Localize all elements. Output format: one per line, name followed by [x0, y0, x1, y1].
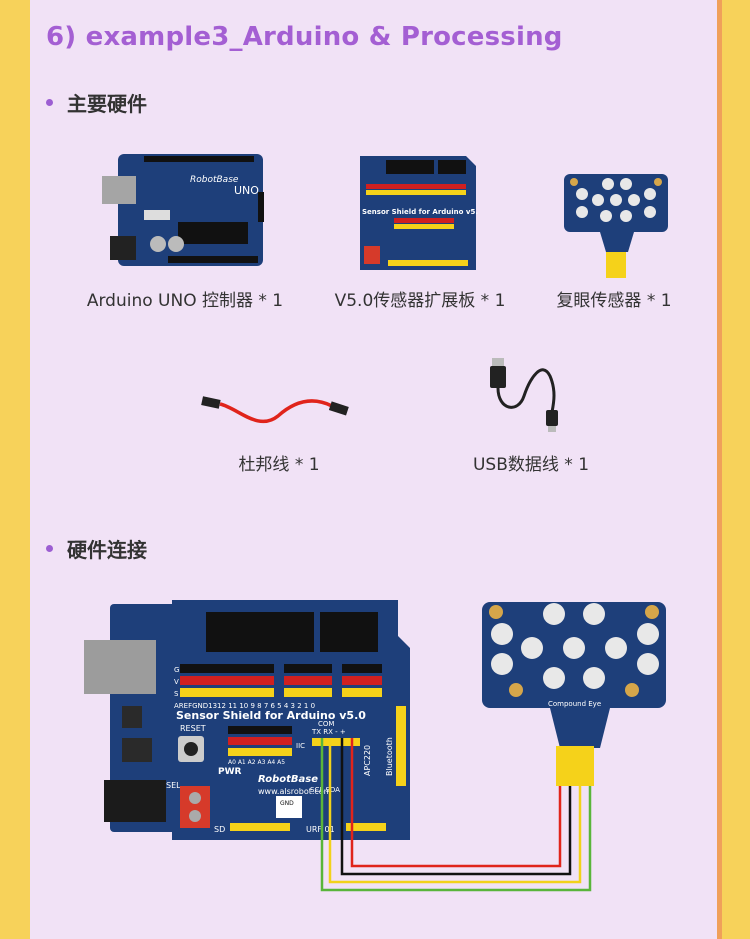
usb-port — [84, 640, 156, 694]
row-s: S — [174, 690, 179, 698]
compound-eye-header — [556, 746, 594, 786]
shield-logo: RobotBase — [258, 774, 318, 785]
subhead-connection-label: 硬件连接 — [67, 538, 147, 562]
pwr-label: PWR — [218, 767, 242, 777]
bluetooth-label: Bluetooth — [385, 737, 394, 776]
com-label: COM — [318, 720, 334, 728]
caption-compound-eye: 复眼传感器 * 1 — [556, 291, 672, 311]
urf-label: URF 01 — [306, 825, 335, 834]
pin-row-labels: AREFGND1312 11 10 9 8 7 6 5 4 3 2 1 0 — [174, 702, 315, 710]
analog-labels: A0 A1 A2 A3 A4 A5 — [228, 759, 285, 766]
compound-eye-label: Compound Eye — [548, 700, 601, 708]
apc220-label: APC220 — [363, 745, 372, 776]
wire-black — [340, 738, 572, 876]
caption-usb-cable: USB数据线 * 1 — [472, 455, 590, 475]
wiring-diagram: G V S AREFGND1312 11 10 9 8 7 6 5 4 3 2 … — [84, 600, 666, 892]
txrx-label: TX RX - + — [311, 728, 346, 736]
uno-label: UNO — [234, 184, 259, 197]
svg-text:Sensor Shield for Arduino v5.0: Sensor Shield for Arduino v5.0 — [362, 208, 478, 216]
power-jack — [104, 780, 166, 822]
sel-label: SEL — [166, 781, 181, 790]
usb-cable-image — [490, 358, 558, 432]
uno-logo-text: RobotBase — [190, 175, 239, 185]
page-title: 6) example3_Arduino & Processing — [46, 22, 563, 52]
shield-name: Sensor Shield for Arduino v5.0 — [176, 709, 366, 722]
compound-eye-image — [564, 174, 668, 278]
sclsda-label: SCL SDA — [310, 786, 340, 794]
caption-arduino-uno: Arduino UNO 控制器 * 1 — [86, 291, 284, 311]
wire-yellow — [328, 738, 582, 884]
reset-label: RESET — [180, 724, 206, 733]
website-label: www.alsrobot.com — [258, 787, 332, 796]
caption-sensor-shield: V5.0传感器扩展板 * 1 — [334, 291, 506, 311]
subhead-hardware: 主要硬件 — [46, 88, 147, 117]
subhead-hardware-label: 主要硬件 — [67, 92, 147, 116]
bullet-icon — [46, 99, 53, 106]
arduino-uno-image: RobotBase UNO — [102, 154, 264, 266]
iic-label: IIC — [296, 742, 305, 750]
wire-green — [320, 738, 592, 892]
bullet-icon — [46, 545, 53, 552]
gnd-label: GND — [280, 800, 294, 807]
caption-dupont-wire: 杜邦线 * 1 — [238, 455, 320, 475]
wire-red — [350, 738, 562, 868]
dupont-wire-image — [201, 396, 349, 424]
subhead-connection: 硬件连接 — [46, 534, 147, 563]
sd-label: SD — [214, 825, 225, 834]
sensor-shield-image: Sensor Shield for Arduino v5.0 — [360, 156, 478, 270]
row-g: G — [174, 666, 179, 674]
row-v: V — [174, 678, 179, 686]
sensor-shield-board — [172, 600, 410, 840]
